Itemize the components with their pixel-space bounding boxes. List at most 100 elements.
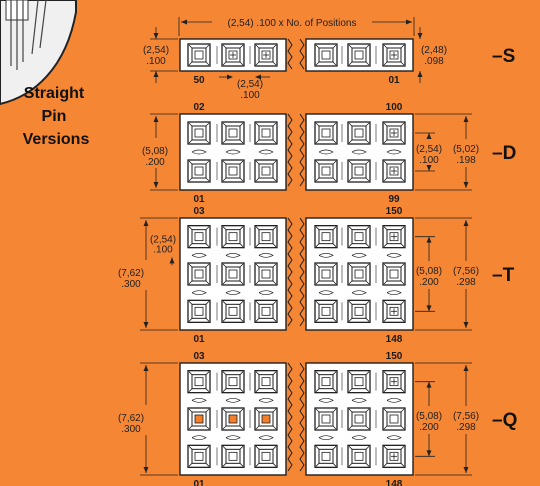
socket-corner <box>188 463 193 467</box>
socket-corner <box>348 446 353 450</box>
socket-corner <box>239 139 244 144</box>
socket-corner <box>348 463 353 467</box>
pin-contact <box>261 306 271 316</box>
row-divider <box>191 435 207 441</box>
row-divider <box>386 435 402 441</box>
socket-corner <box>205 139 210 144</box>
socket-corner <box>383 388 388 392</box>
socket-corner <box>315 160 320 165</box>
socket-corner <box>332 139 337 144</box>
socket-corner <box>205 408 210 413</box>
socket-corner <box>365 301 370 305</box>
break-line <box>299 362 305 472</box>
row-divider <box>225 397 241 403</box>
socket-corner <box>383 371 388 375</box>
socket-corner <box>400 425 405 430</box>
socket-corner <box>332 122 337 127</box>
socket-corner <box>365 425 370 430</box>
socket-corner <box>365 463 370 467</box>
socket-corner <box>400 301 405 305</box>
socket-corner <box>315 446 320 450</box>
row-divider <box>386 290 402 296</box>
socket-corner <box>222 408 227 413</box>
socket-corner <box>365 280 370 285</box>
socket-corner <box>239 122 244 127</box>
version-suffix: –T <box>492 265 515 286</box>
socket-corner <box>315 139 320 144</box>
socket-corner <box>365 44 370 49</box>
socket-corner <box>188 44 193 49</box>
dimension-arrow <box>153 71 159 77</box>
socket-corner <box>315 388 320 392</box>
position-number-bottom-left: 01 <box>193 194 205 205</box>
socket-corner <box>383 243 388 247</box>
socket-corner <box>255 226 260 230</box>
dimension-arrow <box>143 467 149 473</box>
socket-corner <box>255 263 260 268</box>
socket-corner <box>272 301 277 305</box>
socket-corner <box>239 463 244 467</box>
socket-corner <box>348 388 353 392</box>
socket-corner <box>205 388 210 392</box>
socket-corner <box>365 446 370 450</box>
socket-corner <box>332 263 337 268</box>
socket-corner <box>332 446 337 450</box>
socket-corner <box>188 425 193 430</box>
left-dimension-mm: (2,54) <box>143 45 169 56</box>
heading-pin: Pin <box>42 108 67 125</box>
socket-corner <box>400 463 405 467</box>
version-suffix: –S <box>492 46 515 67</box>
pin-contact <box>194 451 204 461</box>
right-inner-dimension-in: .100 <box>419 155 439 166</box>
row-divider <box>191 290 207 296</box>
socket-corner <box>365 263 370 268</box>
dimension-arrow <box>417 71 423 77</box>
right-dimension-in: .098 <box>424 56 444 67</box>
socket-corner <box>348 263 353 268</box>
position-number-top-left: 03 <box>193 351 205 362</box>
socket-corner <box>239 371 244 375</box>
pin-contact <box>389 269 399 279</box>
dimension-arrow <box>463 116 469 122</box>
right-outer-dimension-mm: (7,56) <box>453 411 479 422</box>
socket-corner <box>188 177 193 182</box>
socket-corner <box>365 61 370 66</box>
socket-corner <box>188 61 193 66</box>
pitch-dimension-mm: (2,54) <box>237 79 263 90</box>
right-inner-dimension-in: .200 <box>419 422 439 433</box>
socket-corner <box>315 318 320 322</box>
dimension-arrow <box>417 33 423 39</box>
socket-corner <box>348 177 353 182</box>
socket-corner <box>400 280 405 285</box>
break-line <box>299 38 305 70</box>
pin-contact <box>261 166 271 176</box>
pin-contact <box>194 128 204 138</box>
row-divider <box>351 435 367 441</box>
socket-corner <box>383 446 388 450</box>
pin-contact <box>354 166 364 176</box>
socket-corner <box>365 122 370 127</box>
dimension-arrow <box>463 182 469 188</box>
row-divider <box>225 435 241 441</box>
socket-corner <box>383 318 388 322</box>
socket-corner <box>255 280 260 285</box>
socket-corner <box>272 122 277 127</box>
socket-corner <box>365 371 370 375</box>
socket-corner <box>365 318 370 322</box>
socket-corner <box>272 177 277 182</box>
socket-corner <box>383 139 388 144</box>
left-dimension-in: .200 <box>145 157 165 168</box>
socket-corner <box>272 263 277 268</box>
socket-corner <box>315 263 320 268</box>
dimension-arrow <box>463 365 469 371</box>
socket-corner <box>332 61 337 66</box>
socket-corner <box>239 263 244 268</box>
socket-corner <box>400 139 405 144</box>
socket-corner <box>272 408 277 413</box>
socket-corner <box>255 301 260 305</box>
socket-corner <box>222 61 227 66</box>
socket-corner <box>188 280 193 285</box>
row-divider <box>191 252 207 258</box>
break-line <box>287 38 293 70</box>
